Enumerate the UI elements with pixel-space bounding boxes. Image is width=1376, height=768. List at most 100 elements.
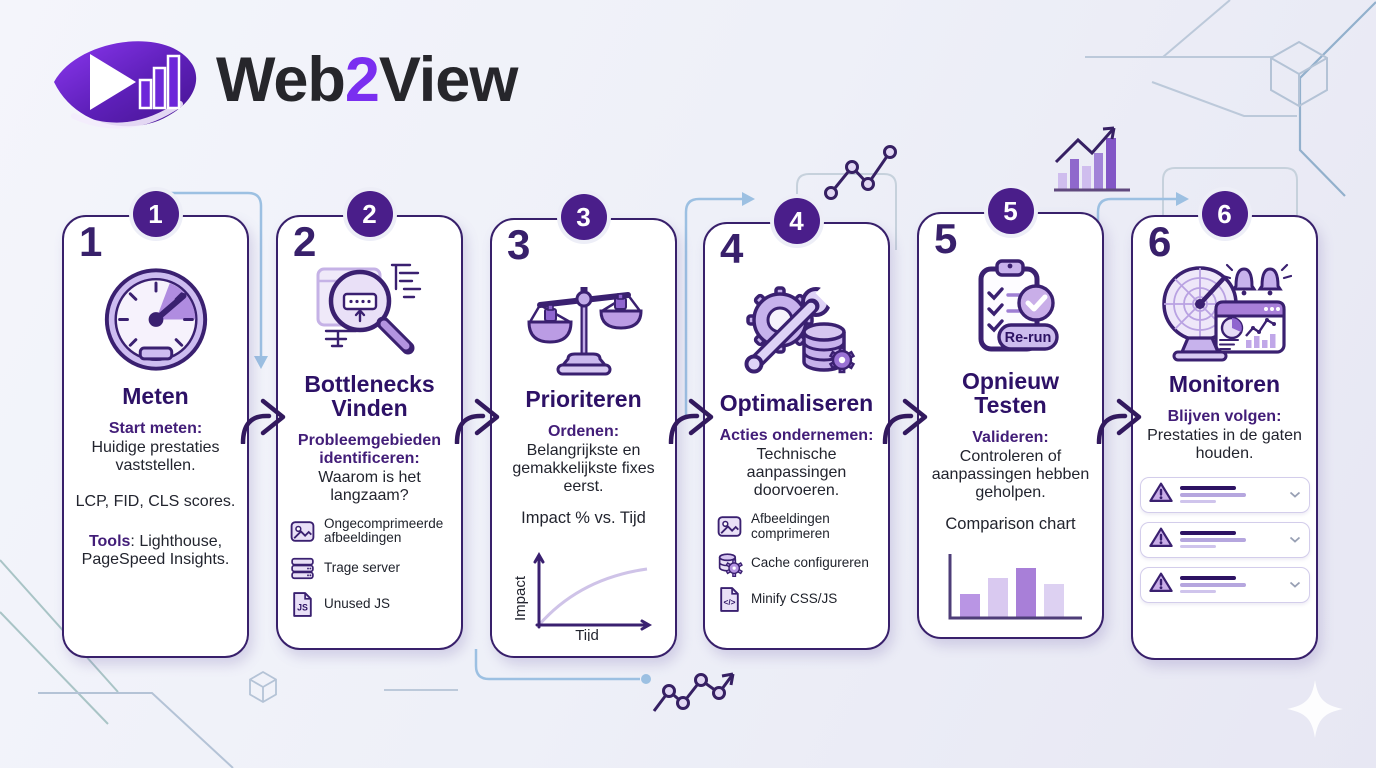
step-body: Prestaties in de gaten houden. <box>1147 426 1302 462</box>
tools-text: : Lighthouse, PageSpeed Insights. <box>81 533 230 569</box>
action-list: Afbeeldingen comprimeren Cache configure… <box>716 511 877 613</box>
impact-time-chart: Impact Tijd <box>512 551 652 641</box>
brand-name-two: 2 <box>344 44 380 115</box>
chevron-down-icon <box>1289 491 1301 499</box>
flow-line-blue-bottom <box>474 649 651 684</box>
step-card-bottlenecks: 2 2 Bottlenecks Vinden Probleemg <box>276 191 463 650</box>
step-arrow-icon <box>454 398 500 444</box>
bar-chart-decoration-top <box>1054 126 1130 192</box>
svg-text:Re-run: Re-run <box>1004 330 1051 346</box>
image-icon <box>716 513 743 540</box>
corner-number: 5 <box>934 215 958 262</box>
step-title: Bottlenecks Vinden <box>304 371 435 421</box>
step-badge: 1 <box>132 191 179 237</box>
code-file-icon: </> <box>716 586 743 613</box>
warning-icon <box>1148 571 1173 598</box>
item-label: Minify CSS/JS <box>751 591 838 607</box>
step-title: Optimaliseren <box>719 390 874 416</box>
server-icon <box>289 555 316 582</box>
clipboard-rerun-icon: Re-run <box>951 250 1071 364</box>
chart-caption: Impact % vs. Tijd <box>521 509 646 528</box>
svg-text:JS: JS <box>297 603 308 613</box>
brand-name: Web2View <box>216 48 518 112</box>
circuit-lines-top-right-dark <box>1298 1 1376 197</box>
alert-row <box>1139 566 1310 603</box>
step-body: Huidige prestaties vaststellen. <box>91 438 220 474</box>
svg-text:Impact: Impact <box>512 575 529 621</box>
step-card-optimaliseren: 4 4 <box>703 198 890 650</box>
step-tools: Tools: Lighthouse, PageSpeed Insights. <box>75 533 236 569</box>
tools-label: Tools <box>88 533 131 551</box>
line-chart-decoration-bottom <box>652 672 735 712</box>
comparison-bar-chart <box>948 554 1082 620</box>
list-item: Ongecomprimeerde afbeeldingen <box>289 516 450 546</box>
step-card-prioriteren: 3 3 Prioriteren Ordenen: Belangrij <box>490 194 677 658</box>
circuit-lines-top-right <box>1085 0 1297 117</box>
web2view-logo-icon <box>54 41 197 129</box>
step-body-scores: LCP, FID, CLS scores. <box>75 492 236 510</box>
brand-name-web: Web <box>216 44 346 115</box>
step-arrow-icon <box>1096 398 1142 444</box>
corner-number: 6 <box>1148 218 1172 265</box>
badge-number: 6 <box>1217 198 1232 229</box>
corner-number: 2 <box>293 218 317 265</box>
step-body: Controleren of aanpassingen hebben gehol… <box>931 447 1090 501</box>
sparkle-decoration <box>1287 680 1343 738</box>
warning-icon <box>1148 481 1173 508</box>
list-item: Cache configureren <box>716 550 877 578</box>
step-card-monitoren: 6 6 <box>1131 191 1318 660</box>
flow-arrow-blue-3 <box>1096 192 1189 330</box>
step-body: Belangrijkste en gemakkelijkste fixes ee… <box>512 441 655 495</box>
step-title: Meten <box>122 383 189 409</box>
corner-number: 1 <box>79 218 103 265</box>
step-arrow-icon <box>240 398 286 444</box>
circuit-lines-bottom-left <box>0 559 458 768</box>
step-title: Prioriteren <box>525 386 642 412</box>
gear-wrench-icon <box>736 268 858 386</box>
step-badge: 6 <box>1201 191 1248 237</box>
step-card-opnieuw-testen: 5 5 Re-run Opnieuw Testen Valideren: Con <box>917 188 1104 639</box>
image-icon <box>289 518 316 545</box>
item-label: Afbeeldingen comprimeren <box>751 511 830 541</box>
badge-number: 1 <box>148 198 163 229</box>
step-card-meten: 1 1 Meten Start <box>62 191 249 658</box>
alert-list <box>1139 476 1310 603</box>
badge-number: 2 <box>362 198 377 229</box>
step-body: Technische aanpassingen doorvoeren. <box>746 445 847 499</box>
svg-text:Tijd: Tijd <box>575 627 599 641</box>
step-badge: 3 <box>560 194 607 240</box>
database-gear-icon <box>716 550 743 578</box>
step-title: Opnieuw Testen <box>961 368 1060 418</box>
item-label: Cache configureren <box>751 555 869 571</box>
list-item: </> Minify CSS/JS <box>716 586 877 613</box>
step-title: Monitoren <box>1168 371 1281 397</box>
bracket-decoration-step6 <box>1162 167 1298 254</box>
flow-arrow-blue-1 <box>168 191 268 369</box>
chevron-down-icon <box>1289 581 1301 589</box>
list-item: Afbeeldingen comprimeren <box>716 511 877 541</box>
step-lead: Acties ondernemen: <box>719 426 874 444</box>
item-label: Trage server <box>324 560 401 576</box>
step-lead: Ordenen: <box>547 422 620 440</box>
alert-row <box>1139 521 1310 558</box>
corner-number: 4 <box>720 225 744 272</box>
chart-caption: Comparison chart <box>945 514 1076 533</box>
item-label: Unused JS <box>324 596 391 612</box>
badge-number: 5 <box>1003 195 1018 226</box>
alert-text-lines <box>1179 576 1246 594</box>
line-chart-decoration-top <box>824 145 897 200</box>
corner-number: 3 <box>507 221 531 268</box>
step-arrow-icon <box>882 398 928 444</box>
cube-decoration-large <box>1270 40 1328 108</box>
alert-row <box>1139 476 1310 513</box>
step-lead: Valideren: <box>972 428 1049 446</box>
brand-name-view: View <box>378 44 518 115</box>
js-file-icon: JS <box>289 591 316 618</box>
cube-decoration-small <box>249 670 277 704</box>
chevron-down-icon <box>1289 536 1301 544</box>
alert-text-lines <box>1179 531 1246 549</box>
list-item: Trage server <box>289 555 450 582</box>
list-item: JS Unused JS <box>289 591 450 618</box>
bell-icons <box>1221 263 1292 296</box>
